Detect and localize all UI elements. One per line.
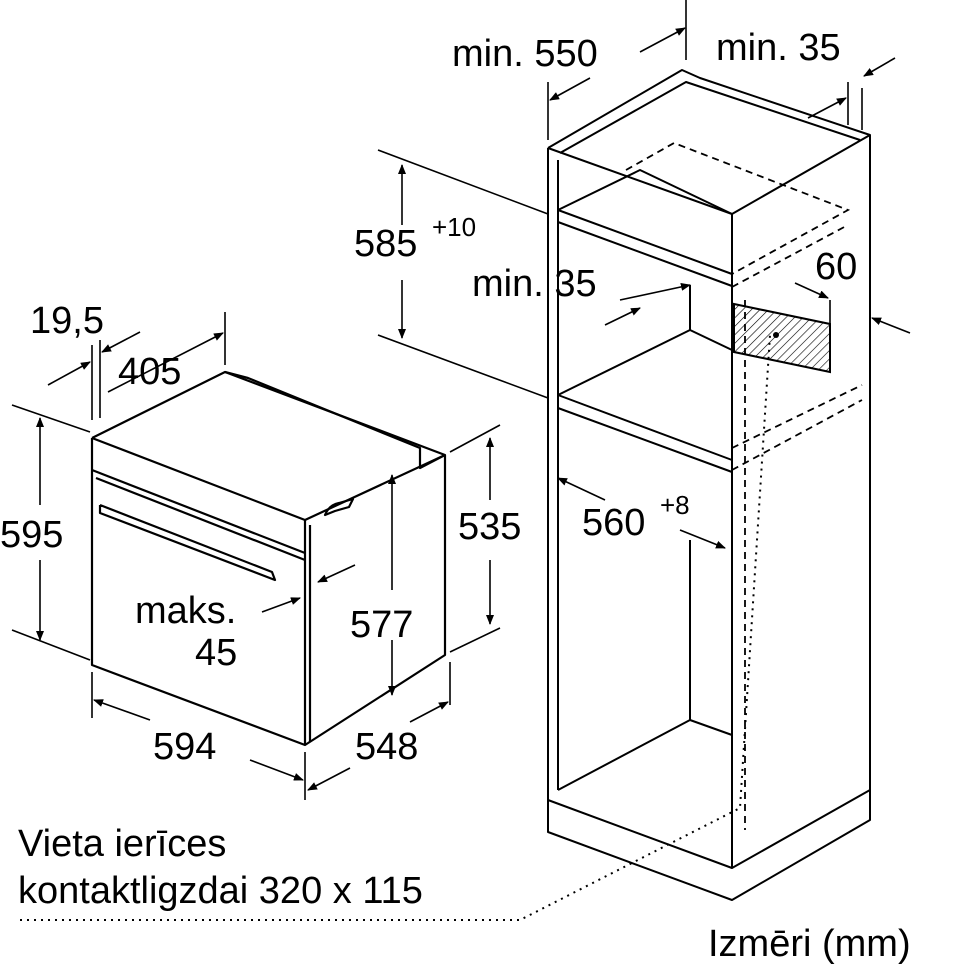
cabinet-hidden-edges (625, 142, 863, 830)
dim-548: 548 (355, 726, 419, 768)
cabinet (547, 69, 871, 901)
oven (90, 370, 447, 747)
dim-594: 594 (153, 726, 217, 768)
dim-405: 405 (118, 351, 182, 393)
socket-leader (20, 334, 771, 921)
socket-area (733, 302, 831, 374)
socket-note-line2: kontaktligzdai 320 x 115 (18, 870, 423, 912)
dim-535: 535 (458, 506, 522, 548)
dim-560: 560 (582, 502, 646, 544)
dim-min-550: min. 550 (452, 33, 598, 75)
dim-60: 60 (815, 246, 858, 288)
dim-560-tolerance: +8 (660, 490, 690, 520)
dimension-lines (11, 0, 911, 800)
dim-585: 585 (354, 223, 418, 265)
dim-585-tolerance: +10 (432, 212, 477, 242)
dim-min-35-vent: min. 35 (472, 263, 597, 305)
dim-min-35-top: min. 35 (716, 27, 841, 69)
socket-note-line1: Vieta ierīces (18, 823, 227, 865)
units-label: Izmēri (mm) (708, 923, 911, 965)
dim-maks-value: 45 (195, 632, 238, 674)
dim-577: 577 (350, 604, 414, 646)
dim-maks-label: maks. (135, 590, 237, 632)
dim-19-5: 19,5 (30, 300, 104, 342)
dim-595: 595 (0, 514, 64, 556)
